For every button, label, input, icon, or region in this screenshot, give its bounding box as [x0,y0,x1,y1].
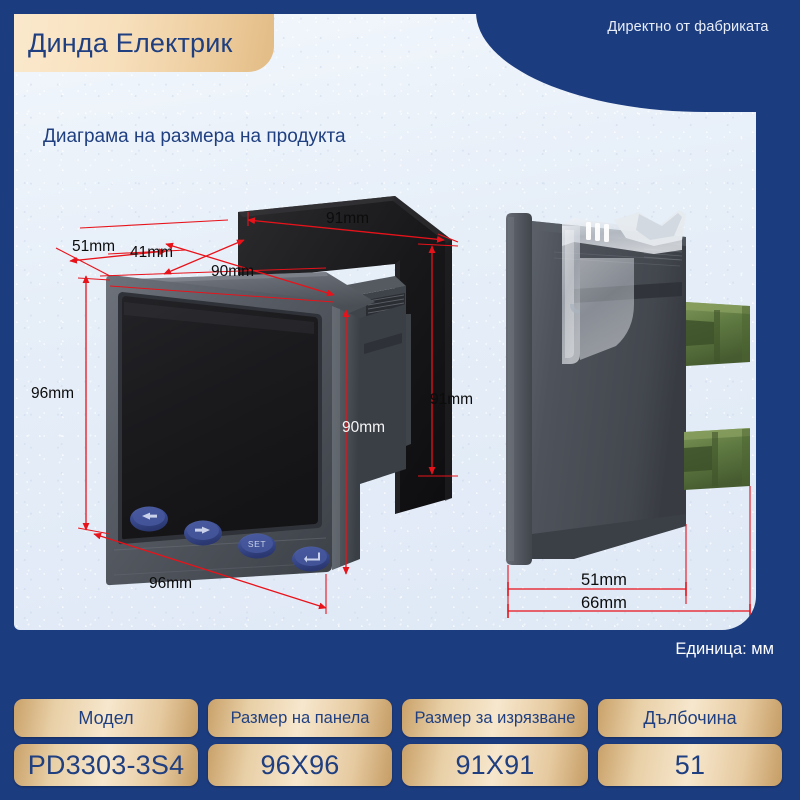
spec-value-depth: 51 [598,744,782,786]
spec-table-value-row: PD3303-3S4 96X96 91X91 51 [14,744,786,786]
dimension-lines [55,212,751,618]
set-button: SET [238,533,276,559]
spec-table-header-row: Модел Размер на панела Размер за изрязва… [14,699,786,737]
unit-note: Единица: мм [675,640,774,658]
dimension-label-front-bottom-96: 96mm [149,575,193,592]
dimension-label-front-right-90: 90mm [342,419,386,436]
terminal-block-lower [684,428,750,490]
spec-table: Модел Размер на панела Размер за изрязва… [14,699,786,786]
device-side-view [506,210,750,565]
spec-value-cutout-size: 91X91 [402,744,588,786]
mounting-clip [562,210,686,364]
spec-value-model: PD3303-3S4 [14,744,198,786]
spec-header-cutout-size: Размер за изрязване [402,699,588,737]
dimension-label-side-51: 51mm [581,571,627,589]
dimension-label-side-66: 66mm [581,594,627,612]
right-arrow-button [184,520,222,546]
technical-drawing: SET [14,14,756,630]
brand-name: Динда Електрик [28,27,233,58]
enter-button [292,546,330,572]
svg-text:SET: SET [248,539,266,549]
spec-header-model: Модел [14,699,198,737]
left-arrow-button [130,506,168,532]
brand-badge: Динда Електрик [14,14,274,72]
dimension-label-cutout-right-91: 91mm [430,391,474,408]
spec-value-panel-size: 96X96 [208,744,392,786]
dimension-label-depth-51: 51mm [72,238,116,255]
dimension-label-front-top-90: 90mm [211,263,255,280]
dimension-label-front-left-96: 96mm [31,385,75,402]
terminal-block-upper [686,302,750,366]
spec-header-panel-size: Размер на панела [208,699,392,737]
factory-direct-caption: Директно от фабриката [607,19,769,35]
spec-header-depth: Дълбочина [598,699,782,737]
diagram-panel: SET [14,14,756,630]
dimension-label-depth-41: 41mm [130,244,174,261]
page-title: Диаграма на размера на продукта [43,126,346,147]
dimension-label-cutout-top-91: 91mm [326,210,370,227]
